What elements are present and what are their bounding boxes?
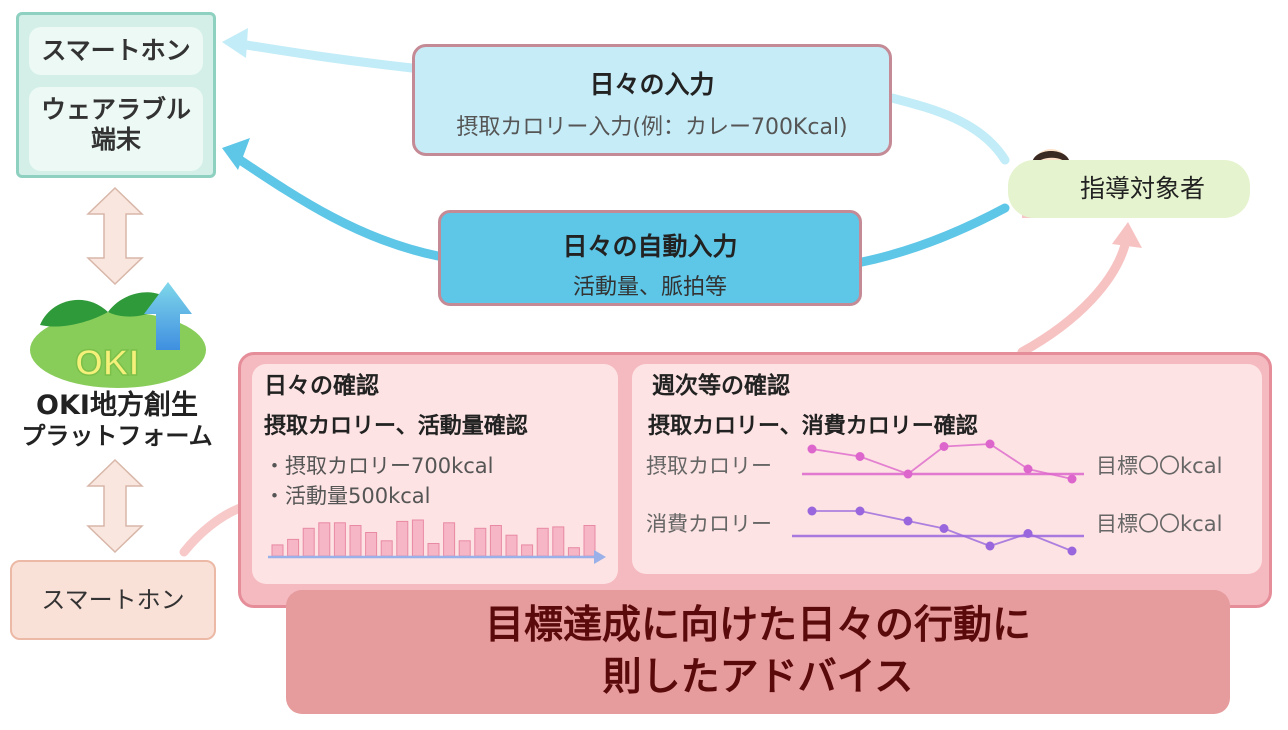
manual-input-title: 日々の入力 <box>589 70 715 99</box>
auto-input-subtitle: 活動量、脈拍等 <box>572 275 727 300</box>
wearable-device-label: ウェアラブル 端末 <box>29 87 203 171</box>
weekly-check-panel <box>632 364 1262 574</box>
daily-bar <box>458 540 471 557</box>
burn-point <box>1023 529 1033 538</box>
weekly-line-charts <box>792 439 1084 556</box>
weekly-title: 週次等の確認 <box>652 373 790 399</box>
advice-box: 目標達成に向けた日々の行動に 則したアドバイス <box>286 590 1230 714</box>
intake-point <box>807 444 817 454</box>
auto-flow-arrow <box>857 203 1010 267</box>
advice-line1: 目標達成に向けた日々の行動に <box>484 603 1031 648</box>
daily-bar <box>411 519 424 557</box>
burn-point <box>1067 546 1077 556</box>
intake-point <box>903 469 913 479</box>
intake-point <box>1067 474 1077 484</box>
burn-point <box>855 506 865 516</box>
auto-input-box: 日々の自動入力 活動量、脈拍等 <box>438 210 862 306</box>
auto-arrowhead-icon <box>222 138 250 170</box>
daily-bar <box>583 525 596 557</box>
daily-bar <box>521 544 534 557</box>
daily-bullet-intake: ・摂取カロリー700kcal <box>264 454 494 478</box>
daily-bar <box>349 525 362 557</box>
daily-bar <box>489 525 502 557</box>
intake-point <box>1023 464 1033 474</box>
weekly-intake-label: 摂取カロリー <box>646 454 772 478</box>
daily-bar <box>427 543 440 557</box>
smartphone-link <box>179 503 245 557</box>
burn-point <box>985 541 995 551</box>
daily-title: 日々の確認 <box>264 373 379 399</box>
intake-point <box>939 442 949 451</box>
weekly-target-label-2: 目標〇〇kcal <box>1096 512 1223 536</box>
daily-bar <box>380 540 393 557</box>
subject-pill <box>1008 160 1250 218</box>
burn-point <box>939 524 949 533</box>
daily-bar <box>536 527 549 557</box>
weekly-target-label-1: 目標〇〇kcal <box>1096 454 1223 478</box>
double-arrow-upper-icon <box>86 186 144 286</box>
burn-point <box>807 506 817 516</box>
daily-axis-arrow-icon <box>594 550 606 564</box>
manual-input-subtitle: 摂取カロリー入力(例：カレー700Kcal) <box>456 115 848 140</box>
manual-flow-arrow <box>887 93 1010 165</box>
daily-bar <box>333 522 346 557</box>
wearable-label-line1: ウェアラブル <box>40 95 191 124</box>
manual-arrowhead-icon <box>222 28 248 58</box>
feedback-arrowhead-icon <box>1112 222 1142 248</box>
subject-label: 指導対象者 <box>1080 174 1206 203</box>
daily-bar <box>302 527 315 557</box>
intake-point <box>855 452 865 461</box>
daily-bar-chart <box>268 519 606 564</box>
daily-bar <box>287 538 300 557</box>
daily-bar <box>443 522 456 557</box>
intake-point <box>985 439 995 449</box>
platform-name-line2: プラットフォーム <box>21 422 213 450</box>
auto-input-title: 日々の自動入力 <box>562 232 738 261</box>
daily-bar <box>318 522 331 557</box>
oki-logo: OKI <box>30 282 206 388</box>
smartphone-label: スマートホン <box>29 27 203 75</box>
manual-input-box: 日々の入力 摂取カロリー入力(例：カレー700Kcal) <box>412 44 892 156</box>
feedback-arrow <box>1017 240 1130 357</box>
platform-name-line1: OKI地方創生 <box>36 390 198 421</box>
daily-bar <box>365 532 378 557</box>
daily-bar <box>567 547 580 557</box>
weekly-subtitle: 摂取カロリー、消費カロリー確認 <box>648 414 978 439</box>
platform-name: OKI地方創生 プラットフォーム <box>12 390 222 452</box>
daily-bullet-activity: ・活動量500kcal <box>264 484 431 508</box>
device-panel: スマートホン ウェアラブル 端末 <box>16 12 216 178</box>
advice-line2: 則したアドバイス <box>602 655 914 700</box>
daily-bar <box>552 526 565 557</box>
double-arrow-lower-icon <box>86 458 144 554</box>
bottom-smartphone-box: スマートホン <box>10 560 216 640</box>
daily-subtitle: 摂取カロリー、活動量確認 <box>264 414 528 439</box>
daily-bar <box>396 520 409 557</box>
burn-point <box>903 516 913 526</box>
oki-logo-text: OKI <box>75 342 139 383</box>
wearable-label-line2: 端末 <box>90 125 141 154</box>
weekly-burn-label: 消費カロリー <box>646 512 772 536</box>
daily-bar <box>474 527 487 557</box>
daily-bar <box>271 544 284 557</box>
daily-bar <box>505 534 518 557</box>
